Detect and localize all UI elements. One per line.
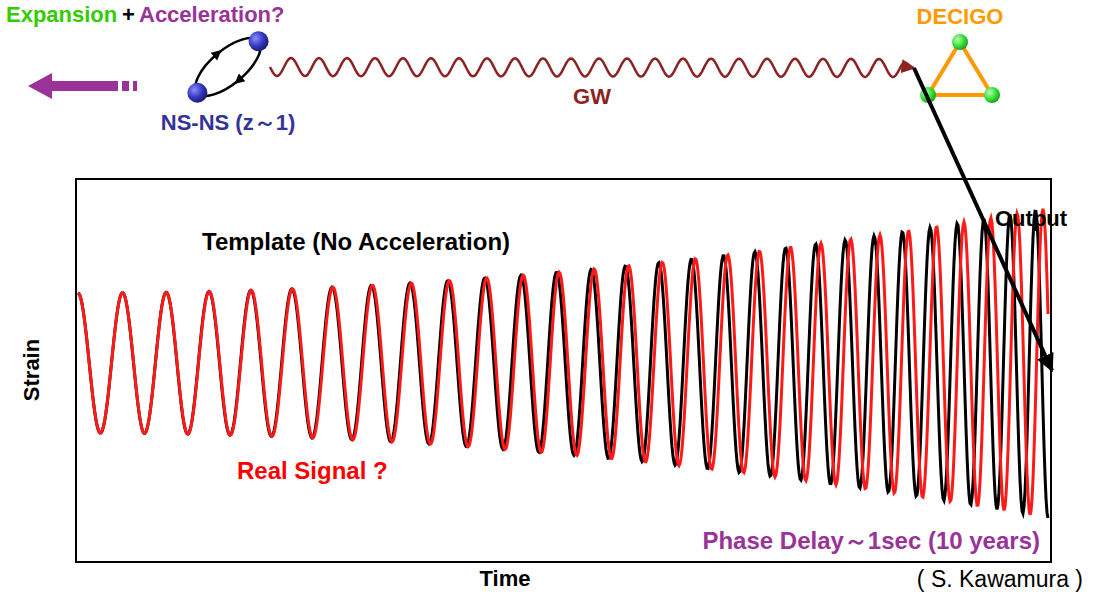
expansion-arrow	[28, 73, 137, 99]
waveforms	[78, 209, 1048, 518]
expansion-label: Expansion	[6, 2, 117, 27]
delay-label: Phase Delay～1sec (10 years)	[702, 527, 1040, 555]
plot-frame: Template (No Acceleration) Real Signal ? P…	[75, 178, 1052, 563]
acceleration-label: Acceleration?	[139, 2, 285, 27]
binary-system	[186, 28, 269, 105]
edge-label: GW	[573, 84, 611, 109]
orbit-arrow	[211, 50, 222, 60]
spacecraft	[984, 87, 1000, 103]
gw-wave	[270, 58, 914, 77]
orbit-arrow	[234, 74, 245, 84]
axis-label: Time	[480, 566, 531, 591]
edge-label: Output	[995, 207, 1067, 232]
spacecraft	[952, 34, 968, 50]
credit-label: ( S. Kawamura )	[917, 566, 1083, 592]
arrow-shaft	[50, 81, 118, 91]
orbit	[186, 28, 269, 105]
binary-source: NS-NS (z～1)	[186, 28, 270, 106]
detector: DECIGO	[914, 30, 1006, 106]
decigo-constellation	[920, 34, 1000, 103]
arrow-dash	[122, 81, 129, 91]
arrow-head	[28, 73, 52, 99]
neutron-star	[249, 31, 269, 51]
source-label: NS-NS (z～1)	[161, 110, 295, 135]
template-label: Template (No Acceleration)	[202, 228, 510, 256]
neutron-star	[187, 83, 207, 103]
signal-waveform	[78, 209, 1048, 515]
signal-label: Real Signal ?	[237, 457, 388, 485]
plus-sign: +	[122, 2, 135, 27]
arrow-dash	[133, 81, 137, 91]
detector-label: DECIGO	[917, 4, 1004, 29]
axis-label: Strain	[19, 339, 44, 401]
